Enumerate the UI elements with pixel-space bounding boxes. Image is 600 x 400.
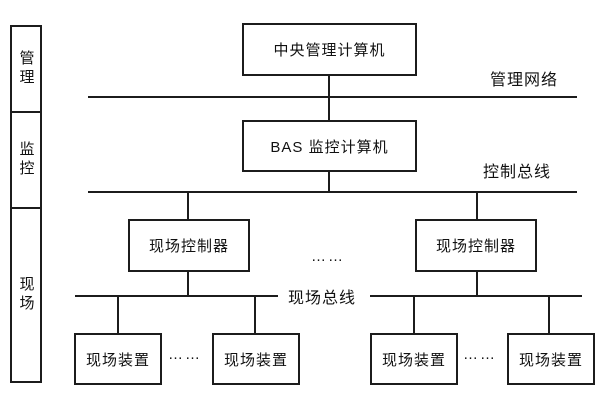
connector-central-to-bas — [328, 75, 330, 120]
connector-bas-to-control-bus — [328, 172, 330, 192]
connector-left-controller-to-field-bus — [187, 272, 189, 296]
node-field-device-4: 现场装置 — [507, 333, 595, 385]
management-network-line — [88, 96, 577, 98]
layer-label-management: 管理 — [17, 50, 35, 88]
node-field-device-2: 现场装置 — [212, 333, 300, 385]
connector-field-bus-to-device-4 — [548, 296, 550, 333]
ellipsis-between-controllers: …… — [311, 248, 345, 265]
ellipsis-between-devices-right: …… — [463, 346, 497, 363]
node-field-controller-left: 现场控制器 — [128, 219, 250, 272]
connector-right-controller-to-field-bus — [476, 272, 478, 296]
connector-field-bus-to-device-1 — [117, 296, 119, 333]
label-control-bus: 控制总线 — [483, 164, 552, 181]
node-central-management-computer: 中央管理计算机 — [242, 23, 417, 76]
node-field-controller-right: 现场控制器 — [415, 219, 537, 272]
layer-label-monitoring: 监控 — [12, 111, 40, 207]
ellipsis-between-devices-left: …… — [168, 346, 202, 363]
control-bus-line — [88, 191, 577, 193]
label-management-network: 管理网络 — [490, 72, 559, 89]
connector-control-bus-to-right-controller — [476, 192, 478, 219]
label-field-bus: 现场总线 — [288, 290, 357, 307]
node-field-device-1: 现场装置 — [74, 333, 162, 385]
connector-field-bus-to-device-2 — [254, 296, 256, 333]
layer-sidebar: 管理 监控 现场 — [10, 25, 42, 383]
field-bus-line-right — [370, 295, 582, 297]
connector-control-bus-to-left-controller — [187, 192, 189, 219]
connector-field-bus-to-device-3 — [413, 296, 415, 333]
node-bas-monitoring-computer: BAS 监控计算机 — [242, 120, 417, 172]
node-field-device-3: 现场装置 — [370, 333, 458, 385]
field-bus-line-left — [75, 295, 278, 297]
layer-label-field: 现场 — [12, 207, 40, 381]
